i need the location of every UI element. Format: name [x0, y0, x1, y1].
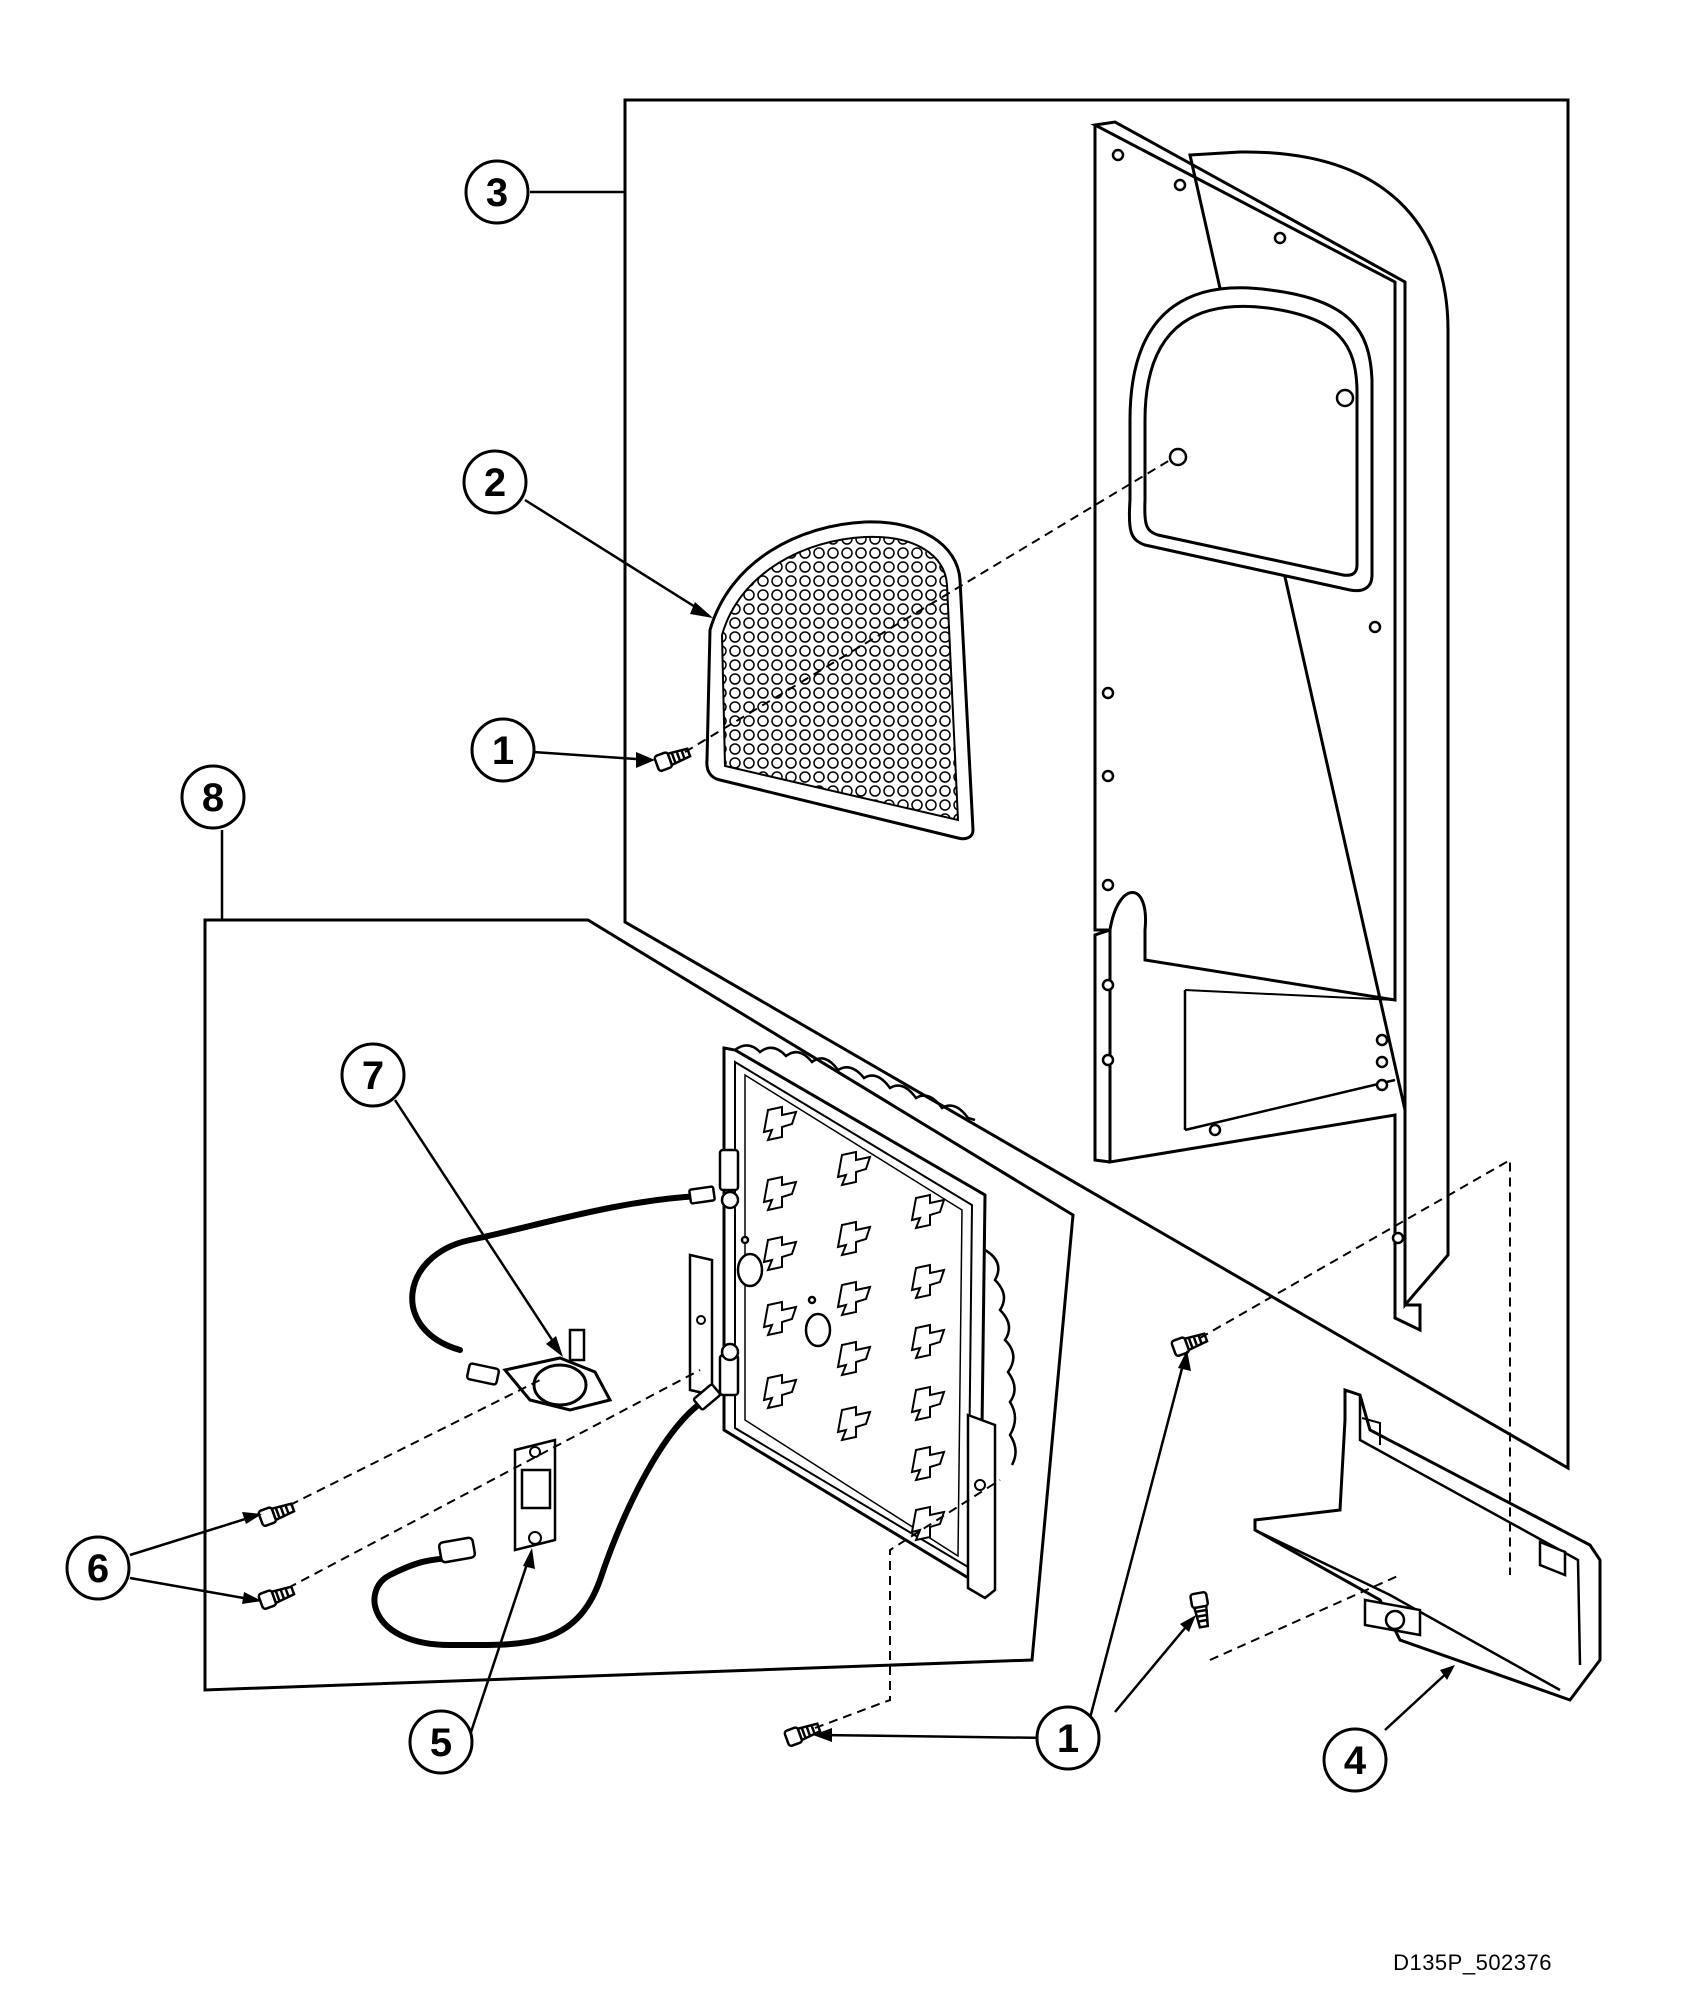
leader-lines — [129, 190, 1451, 1740]
callout-1-bottom-label: 1 — [1057, 1717, 1079, 1761]
thermostat-icon — [513, 1438, 557, 1552]
callout-3: 3 — [464, 159, 530, 225]
lint-screen-icon — [705, 520, 975, 841]
callout-5-label: 5 — [430, 1721, 452, 1765]
callout-8: 8 — [180, 764, 246, 830]
callout-6-label: 6 — [87, 1547, 109, 1591]
callout-1-top-label: 1 — [492, 729, 514, 773]
callout-7-label: 7 — [362, 1054, 384, 1098]
screw-icon — [257, 747, 1210, 1748]
document-id: D135P_502376 — [1393, 1950, 1552, 1975]
callout-1-bottom: 1 — [1035, 1705, 1101, 1771]
bracket-icon — [1253, 1387, 1602, 1702]
callout-7: 7 — [340, 1042, 406, 1108]
callout-5: 5 — [408, 1709, 474, 1775]
wire-icon — [371, 1193, 708, 1649]
callout-6: 6 — [65, 1535, 131, 1601]
arrowheads — [242, 602, 1455, 1742]
callout-2: 2 — [462, 449, 528, 515]
alignment-lines — [287, 459, 1511, 1729]
callout-4: 4 — [1322, 1727, 1388, 1793]
callout-2-label: 2 — [484, 461, 506, 505]
sensor-icon — [502, 1328, 613, 1412]
rear-panel-icon — [1090, 120, 1450, 1333]
heater-assembly-icon — [688, 1044, 1017, 1600]
callout-1-top: 1 — [470, 717, 536, 783]
callout-3-label: 3 — [486, 171, 508, 215]
group-3-outline — [623, 98, 1570, 1471]
callout-4-label: 4 — [1344, 1739, 1367, 1783]
callout-8-label: 8 — [202, 776, 224, 820]
